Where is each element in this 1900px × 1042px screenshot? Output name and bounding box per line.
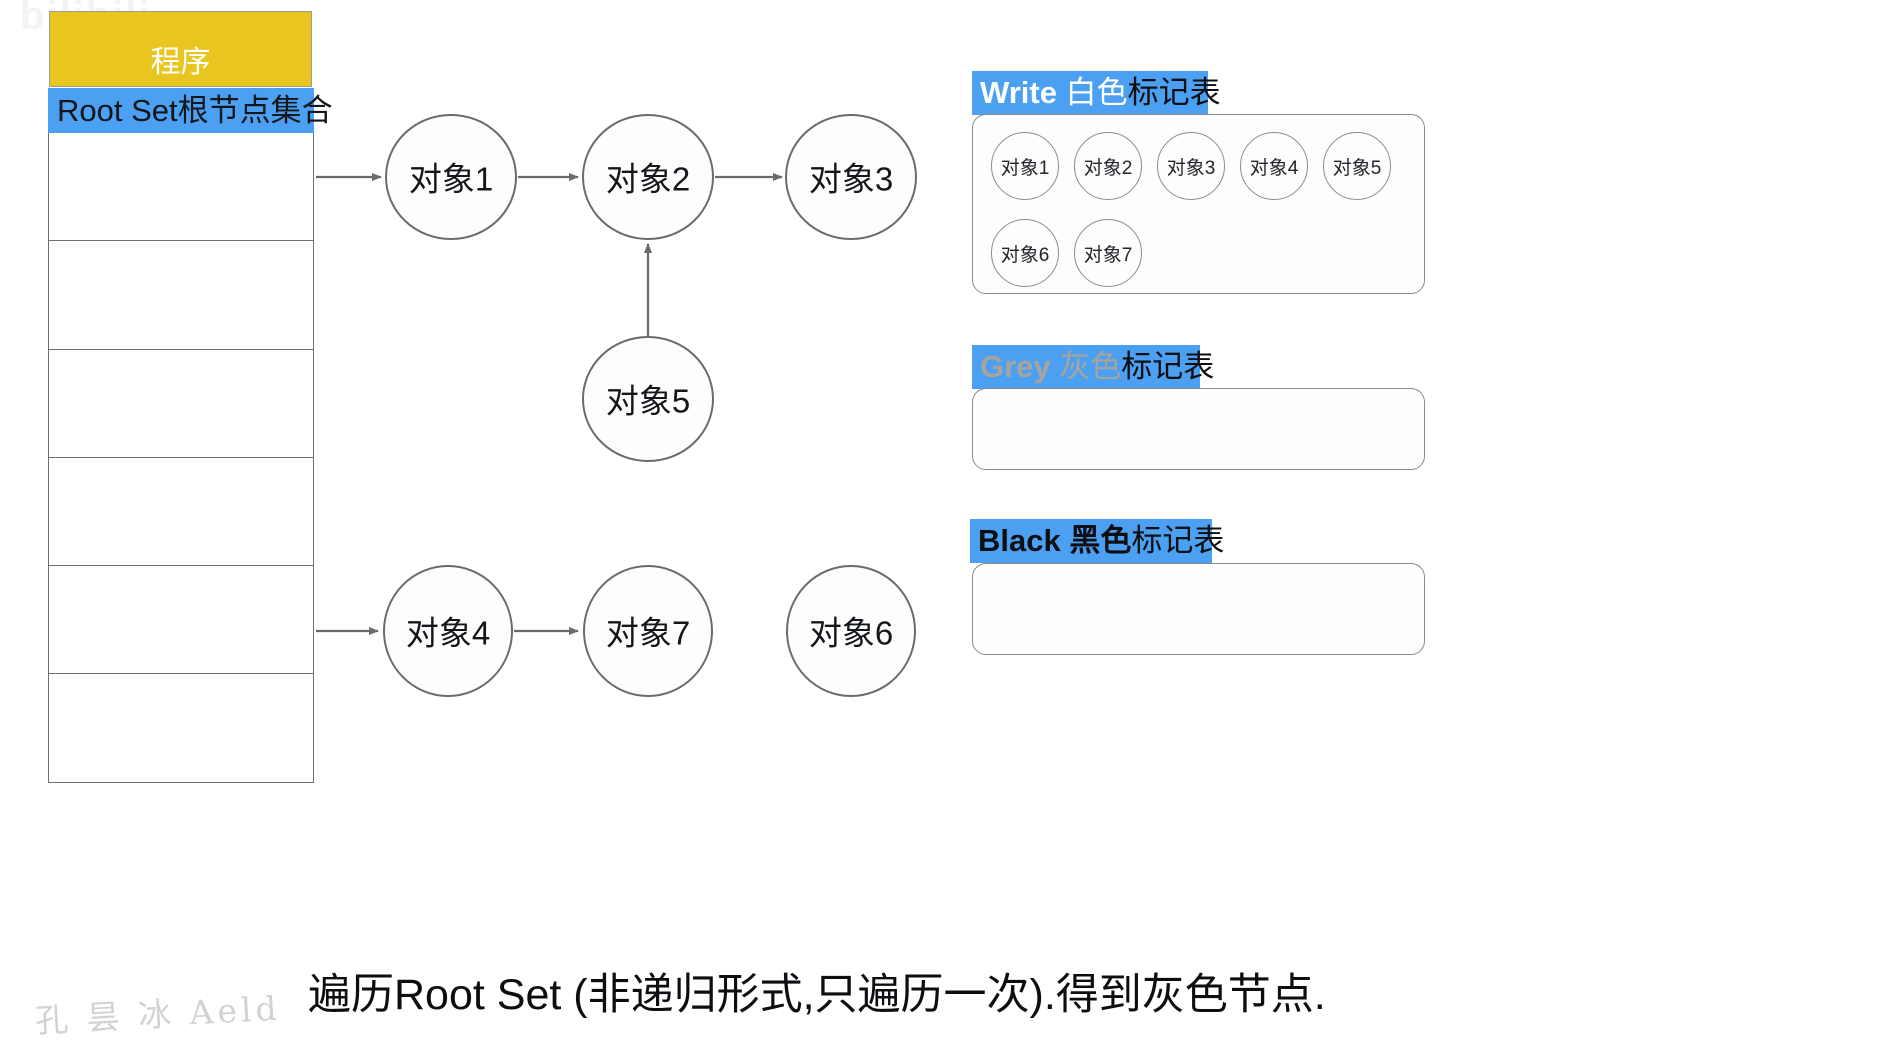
node-obj6-label: 对象6 xyxy=(809,615,893,652)
root-set-row xyxy=(49,350,313,458)
node-obj1-label: 对象1 xyxy=(409,161,493,198)
root-set-row xyxy=(49,458,313,567)
black-marker-table-body xyxy=(972,563,1425,655)
white-chip[interactable]: 对象5 xyxy=(1323,132,1391,200)
program-label: 程序 xyxy=(150,46,211,79)
white-chip[interactable]: 对象1 xyxy=(991,132,1059,200)
black-marker-table-header: Black 黑色标记表 xyxy=(970,519,1224,563)
node-obj7-label: 对象7 xyxy=(606,615,690,652)
root-set-row xyxy=(49,241,313,350)
node-obj6[interactable] xyxy=(786,565,916,697)
white-chip[interactable]: 对象3 xyxy=(1157,132,1225,200)
program-box: 程序 xyxy=(49,11,312,87)
node-obj3[interactable] xyxy=(785,114,917,240)
caption-text: 遍历Root Set (非递归形式,只遍历一次).得到灰色节点. xyxy=(308,971,1326,1019)
node-obj2-label: 对象2 xyxy=(606,161,690,198)
white-chip[interactable]: 对象6 xyxy=(991,219,1059,287)
black-title-cn-colored: 黑色 xyxy=(1060,523,1132,558)
root-set-header: Root Set根节点集合 xyxy=(48,88,333,133)
black-title-cn-plain: 标记表 xyxy=(1131,523,1225,558)
grey-marker-table-body xyxy=(972,388,1425,470)
root-set-table xyxy=(48,133,314,783)
grey-title-en: Grey xyxy=(980,349,1051,384)
root-set-row xyxy=(49,566,313,675)
node-obj4-label: 对象4 xyxy=(406,615,490,652)
white-title-cn-plain: 标记表 xyxy=(1127,75,1221,110)
node-obj4[interactable] xyxy=(383,565,513,697)
white-marker-table-body: 对象1 对象2 对象3 对象4 对象5 对象6 对象7 xyxy=(972,114,1425,294)
node-obj5[interactable] xyxy=(582,336,714,462)
white-chip[interactable]: 对象2 xyxy=(1074,132,1142,200)
root-set-header-label: Root Set根节点集合 xyxy=(57,93,333,128)
root-set-row xyxy=(49,133,313,242)
white-marker-table-header: Write 白色标记表 xyxy=(972,71,1221,115)
grey-title-cn-colored: 灰色 xyxy=(1050,349,1122,384)
node-obj7[interactable] xyxy=(583,565,713,697)
white-title-cn-colored: 白色 xyxy=(1056,75,1128,110)
white-title-en: Write xyxy=(980,75,1057,110)
white-chip[interactable]: 对象4 xyxy=(1240,132,1308,200)
white-chip[interactable]: 对象7 xyxy=(1074,219,1142,287)
node-obj2[interactable] xyxy=(582,114,714,240)
grey-title-cn-plain: 标记表 xyxy=(1121,349,1215,384)
grey-marker-table-header: Grey 灰色标记表 xyxy=(972,345,1214,389)
node-obj1[interactable] xyxy=(385,114,517,240)
node-obj3-label: 对象3 xyxy=(809,161,893,198)
black-title-en: Black xyxy=(978,523,1061,558)
node-obj5-label: 对象5 xyxy=(606,383,690,420)
